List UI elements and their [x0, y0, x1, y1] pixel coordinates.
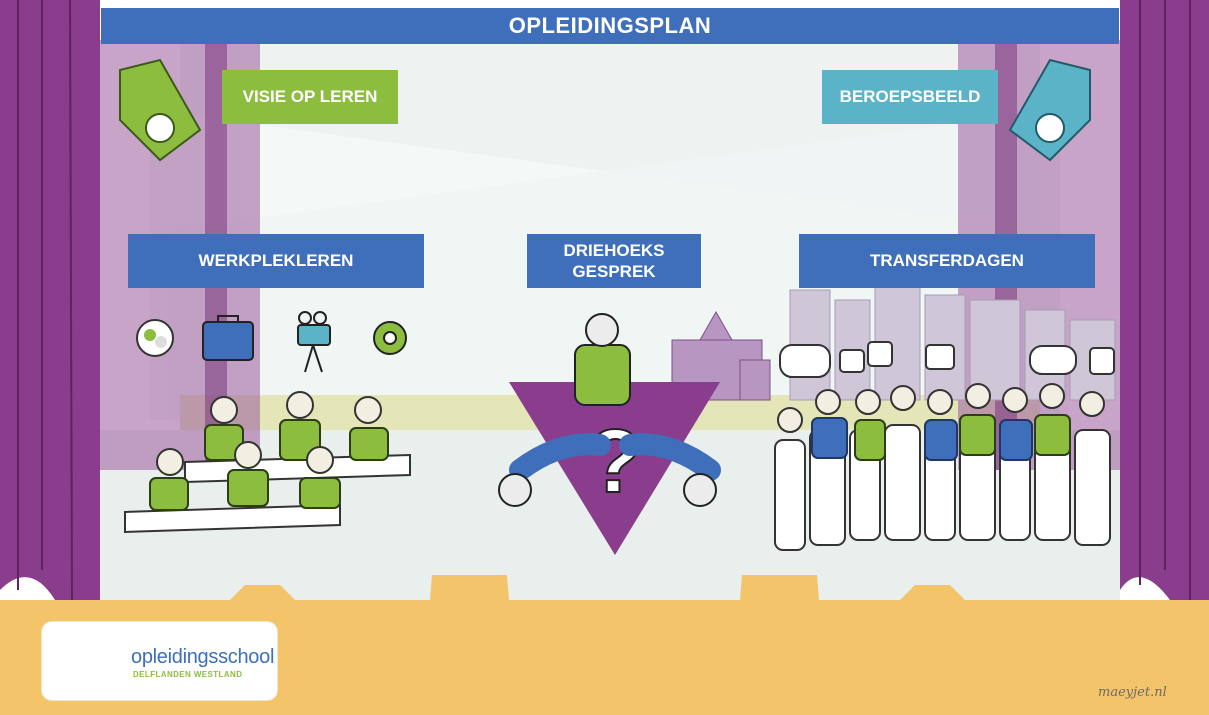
- stage-floor: [0, 575, 1209, 715]
- logo-name: opleidingsschool: [131, 646, 275, 668]
- left-curtain: [0, 0, 100, 601]
- gesprek-text: GESPREK: [572, 262, 656, 281]
- driehoeks-text: DRIEHOEKS: [563, 241, 665, 260]
- church-silhouette: [671, 310, 771, 401]
- werkplekleren-label: WERKPLEKLEREN: [128, 234, 424, 288]
- page-title: OPLEIDINGSPLAN: [508, 13, 712, 38]
- driehoeksgesprek-label: DRIEHOEKS GESPREK: [527, 234, 701, 288]
- right-spotlight: [1008, 58, 1091, 162]
- title-banner: OPLEIDINGSPLAN: [101, 8, 1119, 44]
- gear-icon: [373, 321, 407, 355]
- right-curtain: [1120, 0, 1209, 600]
- classroom-students: [124, 391, 411, 534]
- svg-text:?: ?: [588, 412, 643, 512]
- video-camera-icon: [297, 311, 331, 373]
- left-spotlight: [119, 58, 202, 162]
- transferdagen-label: TRANSFERDAGEN: [799, 234, 1095, 288]
- triangle-meeting: ?: [498, 313, 721, 555]
- mentor-icon: [136, 319, 174, 357]
- artist-signature: maeyjet.nl: [1098, 685, 1167, 700]
- beroepsbeeld-label: BEROEPSBEELD: [822, 70, 998, 124]
- werkplekleren-text: WERKPLEKLEREN: [198, 251, 354, 270]
- logo-card: opleidingsschool DELFLANDEN WESTLAND: [42, 622, 277, 700]
- beroepsbeeld-text: BEROEPSBEELD: [839, 87, 981, 106]
- visie-op-leren-text: VISIE OP LEREN: [242, 87, 378, 106]
- logo-subtitle: DELFLANDEN WESTLAND: [133, 670, 243, 679]
- visie-op-leren-label: VISIE OP LEREN: [222, 70, 398, 124]
- briefcase-icon: [202, 315, 254, 361]
- transfer-crowd: [774, 341, 1115, 551]
- transferdagen-text: TRANSFERDAGEN: [870, 251, 1024, 270]
